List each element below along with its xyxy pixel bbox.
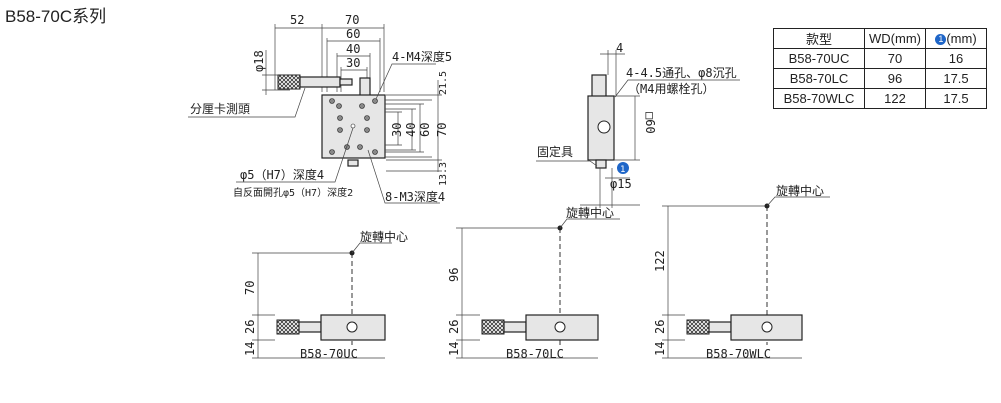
label-through-holes: 4-4.5通孔、φ8沉孔 <box>626 66 737 80</box>
rotation-center-label: 旋轉中心 <box>360 229 408 244</box>
label-m4-depth: 4-M4深度5 <box>392 49 452 64</box>
header-marker-unit: (mm) <box>946 31 977 46</box>
top-view: 52 70 60 40 30 φ18 30 40 60 70 21.5 13.3… <box>188 13 452 204</box>
series-title: B58-70C系列 <box>5 7 106 26</box>
label-hole-depth: φ5（H7）深度4 <box>240 167 324 182</box>
cell-marker: 17.5 <box>925 88 987 109</box>
dim-30-vertical: 30 <box>390 123 404 137</box>
label-m3-depth: 8-M3深度4 <box>385 189 445 204</box>
dim-wd: 96 <box>447 268 461 282</box>
dim-phi15: φ15 <box>610 177 632 191</box>
dim-square-60: □60 <box>643 112 657 134</box>
model-label: B58-70WLC <box>706 347 771 361</box>
header-marker: 1(mm) <box>925 28 987 49</box>
model-label: B58-70UC <box>300 347 358 361</box>
label-fixture: 固定具 <box>537 144 573 159</box>
header-model: 款型 <box>773 28 865 49</box>
model-label: B58-70LC <box>506 347 564 361</box>
dim-14: 14 <box>653 342 667 356</box>
cell-marker: 17.5 <box>925 68 987 89</box>
front-view-uc: 旋轉中心 70 26 14 B58-70UC <box>243 229 408 361</box>
label-micrometer: 分厘卡測頭 <box>190 102 250 116</box>
label-hole-back: 自反面開孔φ5（H7）深度2 <box>233 186 353 199</box>
dim-70: 70 <box>345 13 359 27</box>
label-bolt-holes: （M4用螺栓孔） <box>628 81 714 96</box>
dim-70-vertical: 70 <box>435 123 449 137</box>
rotation-center-label: 旋轉中心 <box>566 205 614 220</box>
marker-1-icon: 1 <box>935 34 947 46</box>
rotation-center-label: 旋轉中心 <box>776 183 824 198</box>
side-view: 4 4-4.5通孔、φ8沉孔 （M4用螺栓孔） □60 固定具 1 φ15 <box>536 41 740 208</box>
front-view-wlc: 旋轉中心 122 26 14 B58-70WLC <box>653 183 830 361</box>
dim-52: 52 <box>290 13 304 27</box>
cell-model: B58-70WLC <box>773 88 865 109</box>
dim-wd: 122 <box>653 250 667 272</box>
table-header-row: 款型 WD(mm) 1(mm) <box>773 28 987 49</box>
dim-21-5: 21.5 <box>438 71 449 95</box>
dim-13-3: 13.3 <box>438 162 449 186</box>
dim-phi18: φ18 <box>252 50 266 72</box>
dim-4: 4 <box>616 41 623 55</box>
dim-14: 14 <box>243 342 257 356</box>
dim-60-vertical: 60 <box>418 123 432 137</box>
cell-model: B58-70LC <box>773 68 865 89</box>
dim-30: 30 <box>346 56 360 70</box>
dim-60: 60 <box>346 27 360 41</box>
cell-wd: 70 <box>864 48 926 69</box>
cell-wd: 122 <box>864 88 926 109</box>
dim-40: 40 <box>346 42 360 56</box>
dim-40-vertical: 40 <box>404 123 418 137</box>
dim-wd: 70 <box>243 281 257 295</box>
dim-26: 26 <box>653 320 667 334</box>
front-view-lc: 旋轉中心 96 26 14 B58-70LC <box>447 205 620 361</box>
cell-marker: 16 <box>925 48 987 69</box>
header-wd: WD(mm) <box>864 28 926 49</box>
dim-26: 26 <box>447 320 461 334</box>
cell-model: B58-70UC <box>773 48 865 69</box>
marker-1-icon <box>617 162 629 174</box>
marker-1-label: 1 <box>620 165 625 175</box>
dim-14: 14 <box>447 342 461 356</box>
cell-wd: 96 <box>864 68 926 89</box>
dim-26: 26 <box>243 320 257 334</box>
